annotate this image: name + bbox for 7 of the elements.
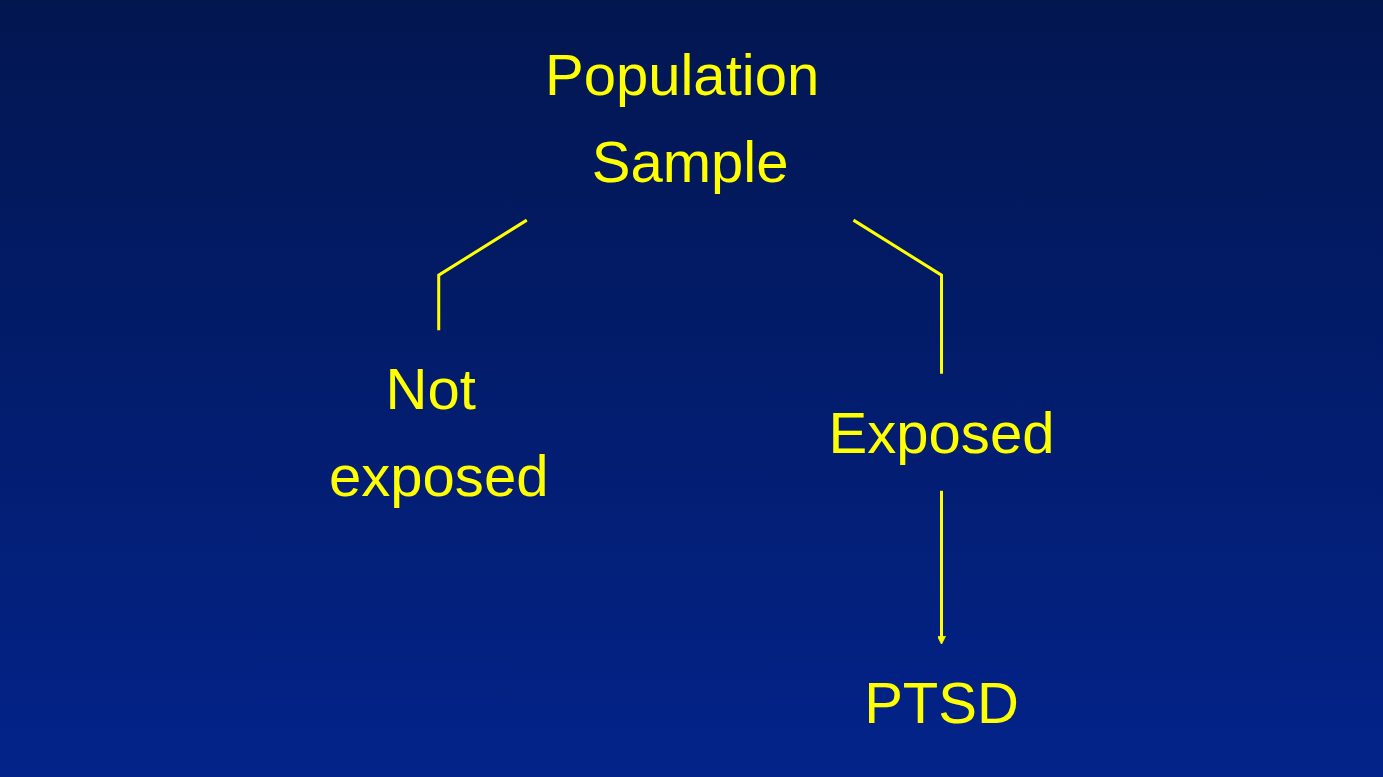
arrow bbox=[936, 490, 946, 645]
node-text: Population Sample bbox=[544, 41, 819, 194]
node-text: Not exposed bbox=[328, 355, 549, 509]
connector bbox=[852, 218, 943, 374]
connector bbox=[437, 218, 528, 330]
node-text: Exposed bbox=[828, 399, 1055, 465]
node-text: PTSD bbox=[863, 670, 1019, 736]
